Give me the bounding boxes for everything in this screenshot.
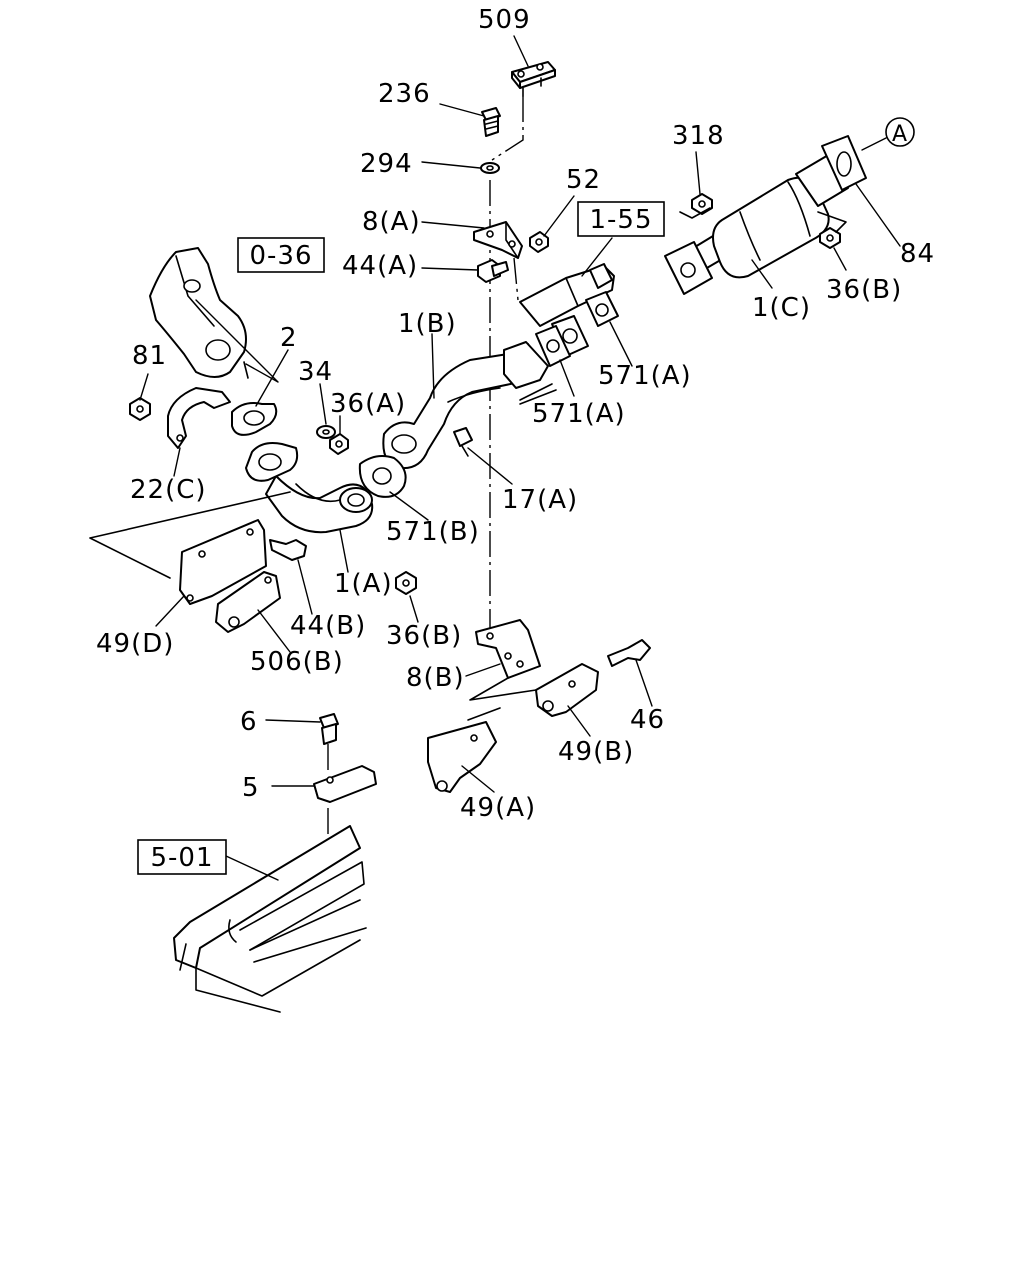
- part-22c-clamp[interactable]: [167, 387, 231, 449]
- reference-box-5-01[interactable]: 5-01: [137, 839, 227, 875]
- label-81[interactable]: 81: [132, 341, 167, 371]
- reference-box-0-36[interactable]: 0-36: [237, 237, 325, 273]
- part-1c-catalytic-pipe[interactable]: [664, 153, 849, 295]
- part-pipe-flange-left[interactable]: [245, 442, 299, 482]
- label-17a[interactable]: 17(A): [502, 485, 578, 515]
- label-8b[interactable]: 8(B): [406, 663, 465, 693]
- part-1-55-exhaust-manifold[interactable]: [519, 263, 615, 327]
- label-1a[interactable]: 1(A): [334, 569, 393, 599]
- label-506b[interactable]: 506(B): [250, 647, 344, 677]
- part-6-bolt[interactable]: [319, 713, 339, 745]
- part-571a-gasket-mid[interactable]: [535, 315, 589, 367]
- label-49b[interactable]: 49(B): [558, 737, 634, 767]
- assembly-line-509: [491, 96, 524, 161]
- label-44a[interactable]: 44(A): [342, 251, 418, 281]
- label-34[interactable]: 34: [298, 357, 333, 387]
- part-labels: 509 236 294 318 52 8(A) 44(A) 84 36(B) 1…: [96, 5, 935, 823]
- part-36b-nut-lower[interactable]: [395, 571, 417, 595]
- part-8b-bracket[interactable]: [475, 619, 541, 679]
- label-49d[interactable]: 49(D): [96, 629, 174, 659]
- label-2[interactable]: 2: [280, 323, 298, 353]
- part-46-bolt[interactable]: [607, 639, 651, 667]
- part-1a-pipe[interactable]: [265, 475, 374, 534]
- label-36a[interactable]: 36(A): [330, 389, 406, 419]
- assembly-line-8a: [513, 257, 519, 301]
- leader-lines: [139, 35, 901, 881]
- label-8a[interactable]: 8(A): [362, 207, 421, 237]
- label-49a[interactable]: 49(A): [460, 793, 536, 823]
- label-571b[interactable]: 571(B): [386, 517, 480, 547]
- part-34-washer[interactable]: [316, 425, 336, 439]
- part-8a-bracket[interactable]: [473, 221, 523, 259]
- part-36b-nut-upper[interactable]: [819, 227, 841, 249]
- label-1b[interactable]: 1(B): [398, 309, 457, 339]
- part-509-clamp[interactable]: [511, 61, 556, 97]
- connection-marker-a[interactable]: A: [885, 117, 915, 147]
- part-0-36-manifold[interactable]: [149, 247, 249, 379]
- part-17a-bolt[interactable]: [453, 427, 473, 457]
- label-44b[interactable]: 44(B): [290, 611, 366, 641]
- label-294[interactable]: 294: [360, 149, 413, 179]
- label-6[interactable]: 6: [240, 707, 258, 737]
- part-506b-bracket[interactable]: [215, 571, 281, 633]
- part-571b-gasket[interactable]: [358, 455, 407, 498]
- part-236-bolt[interactable]: [481, 107, 501, 137]
- label-22c[interactable]: 22(C): [130, 475, 207, 505]
- part-44a-bolt[interactable]: [477, 259, 509, 283]
- label-236[interactable]: 236: [378, 79, 431, 109]
- part-318-nut[interactable]: [691, 193, 713, 215]
- label-1c[interactable]: 1(C): [752, 293, 811, 323]
- leader-lines-left-group: [89, 491, 291, 579]
- part-84-gasket[interactable]: [821, 135, 867, 191]
- part-5-01-frame[interactable]: [173, 825, 367, 1013]
- part-571a-gasket-right[interactable]: [585, 291, 619, 327]
- label-52[interactable]: 52: [566, 165, 601, 195]
- reference-label-5-01: 5-01: [150, 843, 213, 873]
- connection-marker-a-label: A: [892, 122, 908, 147]
- part-2-gasket[interactable]: [231, 402, 278, 436]
- part-5-spacer[interactable]: [313, 765, 377, 803]
- part-49b-bracket[interactable]: [535, 663, 599, 717]
- label-36b-upper[interactable]: 36(B): [826, 275, 902, 305]
- label-84[interactable]: 84: [900, 239, 935, 269]
- assembly-line-318: [679, 207, 711, 219]
- part-36a-nut[interactable]: [329, 433, 349, 455]
- assembly-line-49a: [467, 707, 501, 721]
- label-5[interactable]: 5: [242, 773, 260, 803]
- part-44b-bolt[interactable]: [269, 539, 307, 561]
- part-1b-front-pipe[interactable]: [382, 341, 557, 470]
- assembly-line-8b: [469, 677, 537, 701]
- label-46[interactable]: 46: [630, 705, 665, 735]
- reference-label-0-36: 0-36: [249, 241, 312, 271]
- label-36b-lower[interactable]: 36(B): [386, 621, 462, 651]
- part-49d-bracket[interactable]: [179, 519, 267, 605]
- label-571a-mid[interactable]: 571(A): [532, 399, 626, 429]
- part-81-nut[interactable]: [129, 397, 151, 421]
- reference-box-1-55[interactable]: 1-55: [577, 201, 665, 237]
- label-571a-right[interactable]: 571(A): [598, 361, 692, 391]
- label-318[interactable]: 318: [672, 121, 725, 151]
- part-52-nut[interactable]: [529, 231, 549, 253]
- reference-label-1-55: 1-55: [589, 205, 652, 235]
- part-294-washer[interactable]: [480, 162, 500, 174]
- part-49a-bracket[interactable]: [427, 721, 497, 793]
- assembly-line-36b-upper: [817, 211, 847, 233]
- label-509[interactable]: 509: [478, 5, 531, 35]
